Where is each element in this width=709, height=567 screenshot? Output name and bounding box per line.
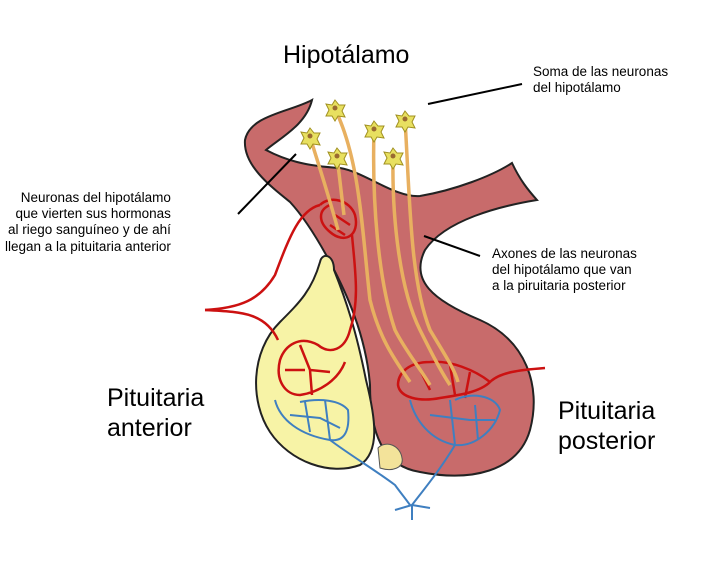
veins — [274, 394, 502, 520]
label-axons: Axones de las neuronas del hipotálamo qu… — [492, 246, 637, 294]
title-hypothalamus: Hipotálamo — [283, 41, 410, 69]
label-anterior-pituitary: Pituitaria anterior — [107, 384, 205, 442]
label-soma: Soma de las neuronas del hipotálamo — [533, 64, 669, 96]
neuron-somas — [300, 99, 416, 170]
anterior-pituitary — [255, 254, 376, 470]
leader-lines — [237, 83, 523, 257]
label-posterior-pituitary: Pituitaria posterior — [558, 397, 656, 455]
intermediate-lobe — [377, 443, 403, 471]
hypothalamus-tissue — [243, 98, 539, 477]
label-neurons-blood: Neuronas del hipotálamo que vierten sus … — [5, 190, 171, 254]
